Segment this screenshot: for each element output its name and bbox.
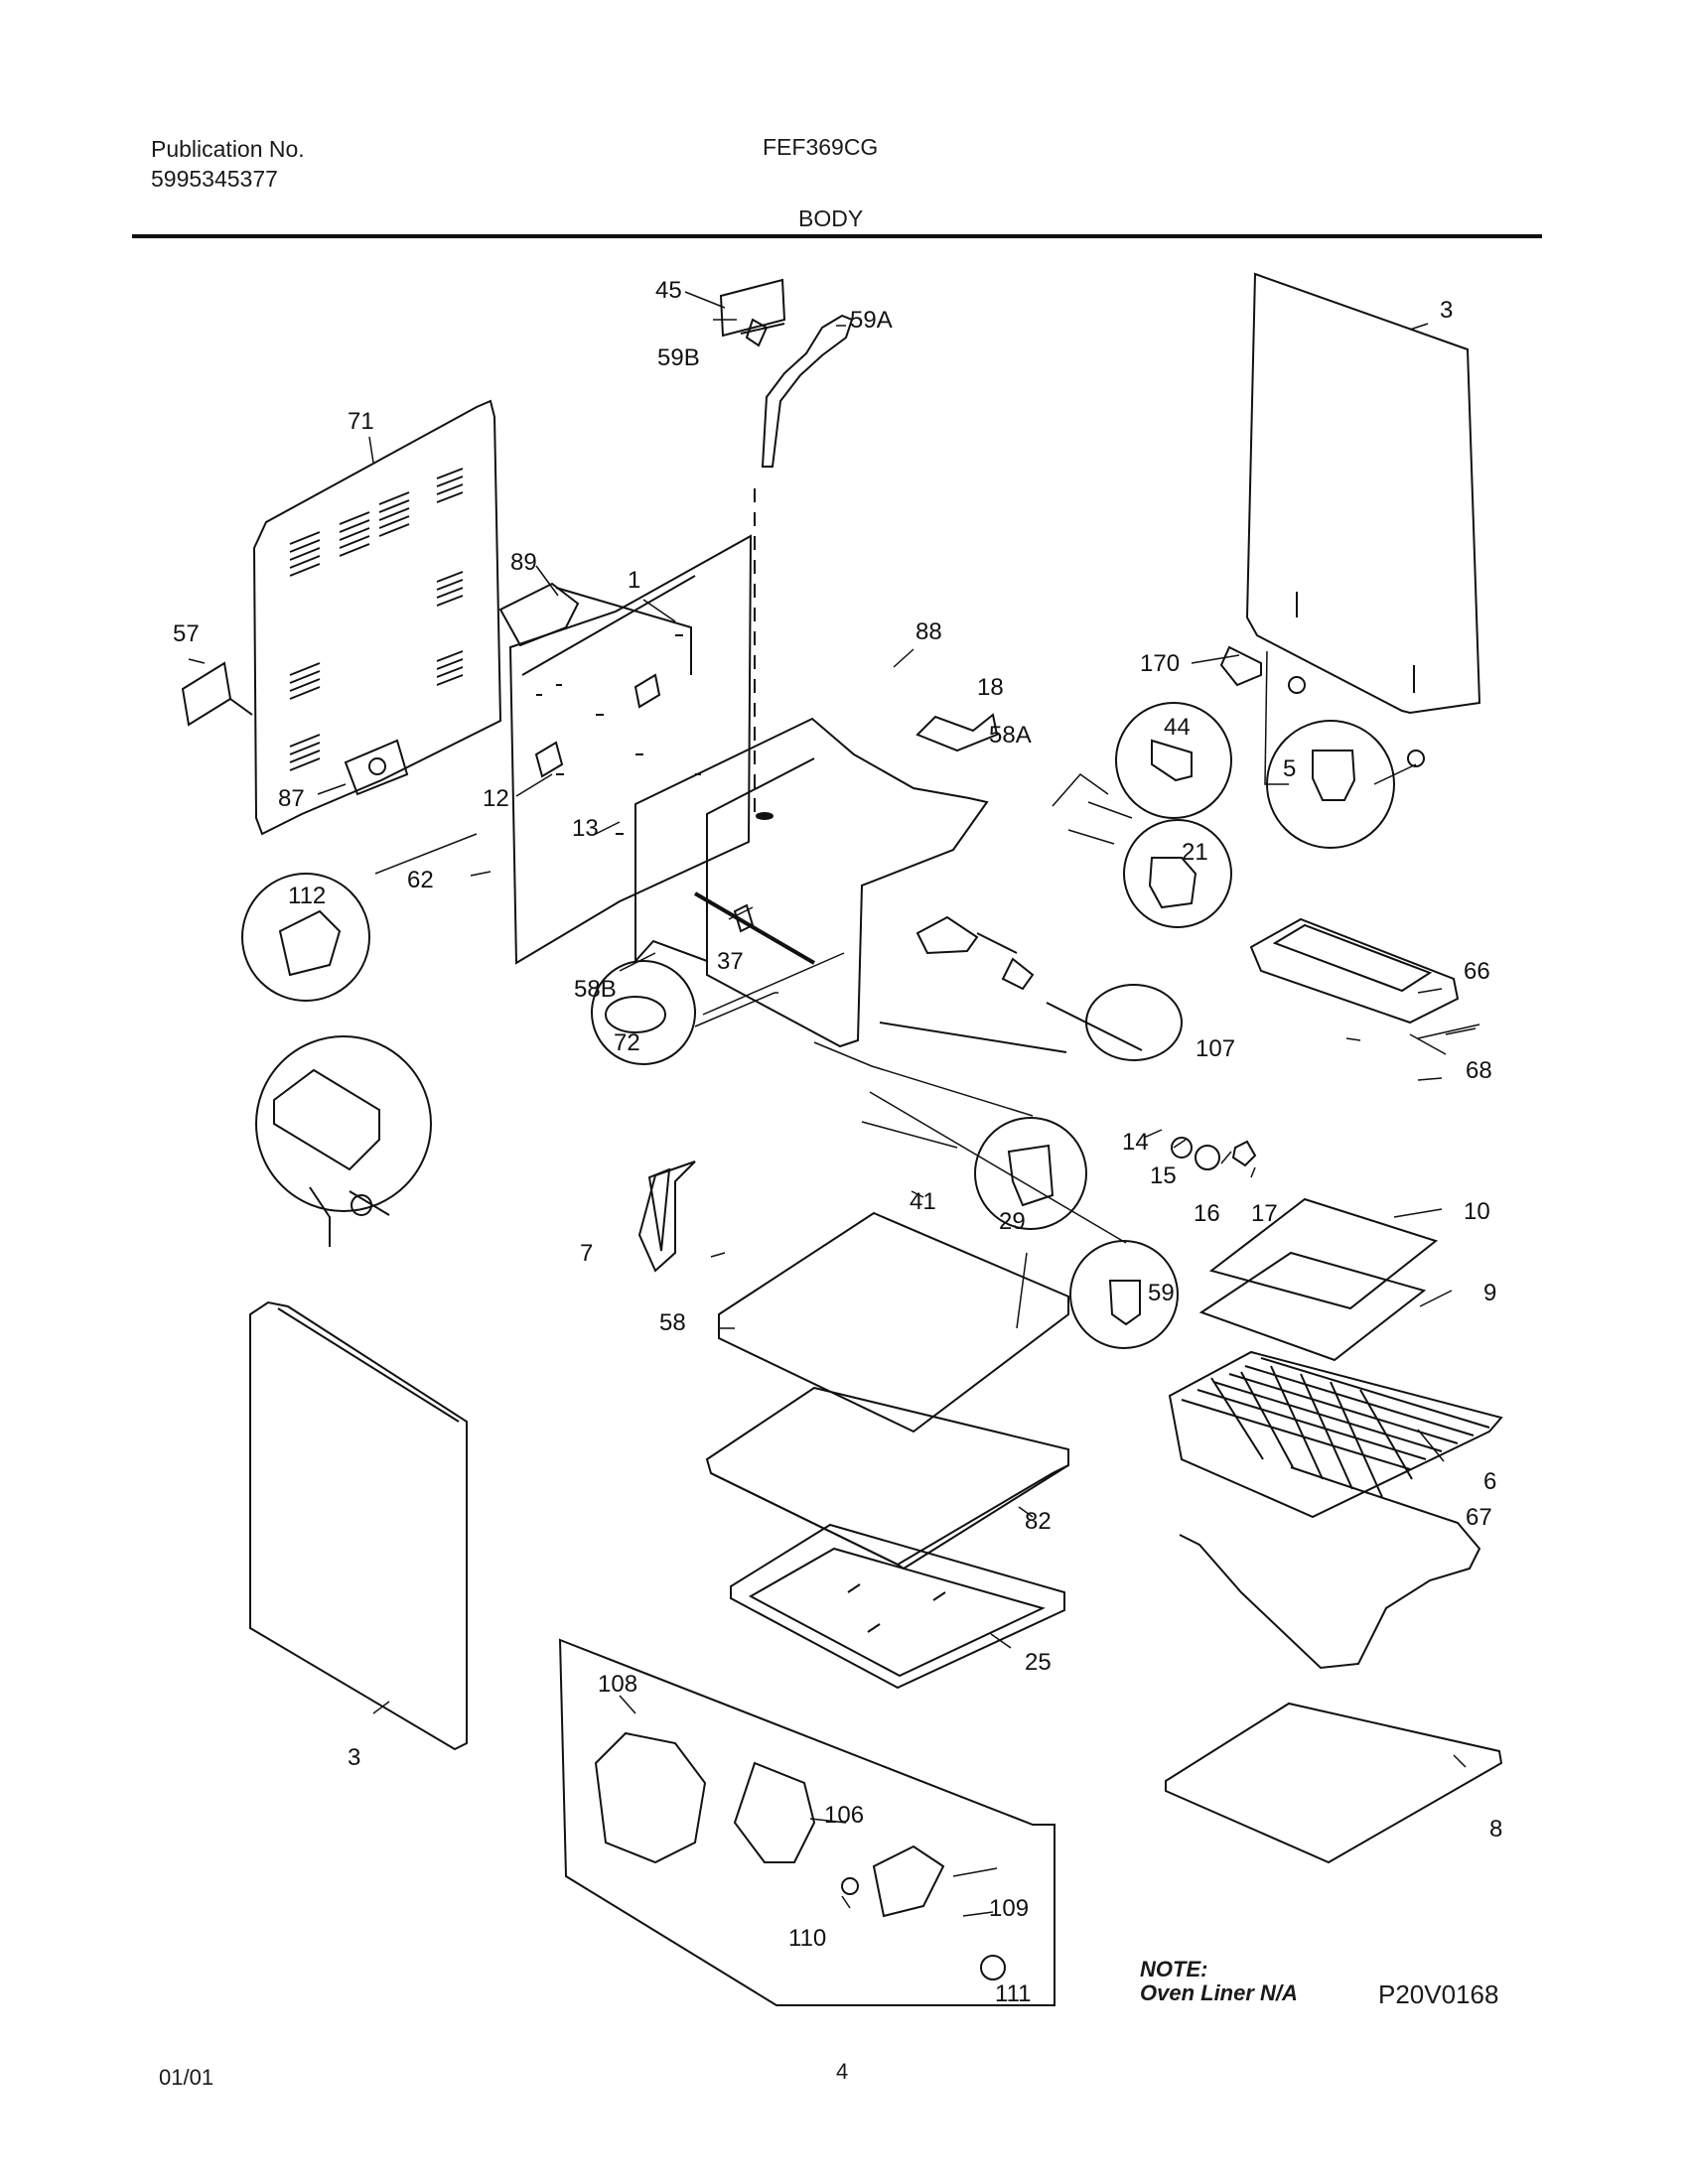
callout-circles [241, 702, 1395, 1349]
page-number: 4 [836, 2059, 849, 2084]
part-label: 59B [657, 344, 700, 371]
fan-mount [915, 915, 1035, 991]
part-label: 89 [510, 549, 537, 576]
part-label: 109 [989, 1895, 1029, 1922]
part-label: 108 [598, 1671, 637, 1698]
part-label: 62 [407, 867, 434, 893]
part-label: 25 [1025, 1649, 1052, 1676]
back-panel [252, 399, 502, 836]
part-label: 21 [1182, 839, 1208, 866]
part-label: 7 [580, 1240, 593, 1267]
fan-motor-inset [558, 1638, 1055, 2006]
part-label: 58 [659, 1309, 686, 1336]
part-label: 5 [1283, 755, 1296, 782]
part-label: 87 [278, 785, 305, 812]
oven-racks-and-pans [1168, 1197, 1503, 1519]
part-label: 57 [173, 620, 200, 647]
section-title: BODY [798, 205, 864, 231]
part-label: 17 [1251, 1200, 1278, 1227]
part-label: 9 [1483, 1280, 1496, 1306]
part-label: 8 [1489, 1816, 1502, 1843]
part-label: 3 [1440, 297, 1453, 324]
note-text: Oven Liner N/A [1140, 1980, 1298, 2005]
drawer-and-trays [637, 1160, 1069, 1690]
publication-number: 5995345377 [151, 166, 278, 192]
vent-duct-assembly [719, 278, 854, 820]
convection-baffle [1085, 984, 1183, 1061]
part-label: 110 [788, 1925, 826, 1952]
part-label: 66 [1464, 958, 1490, 985]
bracket-18 [915, 713, 999, 752]
part-label: 15 [1150, 1162, 1177, 1189]
part-label: 82 [1025, 1508, 1052, 1535]
part-label: 3 [348, 1744, 360, 1771]
part-label: 107 [1196, 1035, 1235, 1062]
oven-liner [634, 717, 989, 1048]
part-label: 16 [1194, 1200, 1220, 1227]
part-label: 58A [989, 722, 1032, 749]
part-label: 71 [348, 408, 374, 435]
part-label: 41 [910, 1188, 936, 1215]
side-panel-left [249, 1300, 468, 1751]
footer-date: 01/01 [159, 2065, 214, 2090]
part-label: 14 [1122, 1129, 1149, 1156]
part-label: 45 [655, 277, 682, 304]
broil-element [1249, 917, 1460, 1024]
side-panel-right [1219, 272, 1481, 767]
model-number: FEF369CG [763, 134, 879, 160]
part-label: 88 [915, 618, 942, 645]
part-label: 13 [572, 815, 599, 842]
part-label: 37 [717, 948, 744, 975]
part-label: 67 [1466, 1504, 1492, 1531]
bracket-57 [181, 661, 232, 727]
part-label: 29 [999, 1208, 1026, 1235]
header-rule [132, 234, 1542, 238]
part-label: 10 [1464, 1198, 1490, 1225]
part-label: 106 [824, 1802, 864, 1829]
broiler-pan-8 [1165, 1702, 1503, 1864]
note-block: NOTE: Oven Liner N/A [1140, 1958, 1298, 2005]
part-label: 44 [1164, 714, 1191, 741]
note-title: NOTE: [1140, 1957, 1208, 1981]
part-label: 170 [1140, 650, 1180, 677]
part-label: 58B [574, 976, 617, 1003]
bake-element [1179, 1466, 1481, 1670]
part-labels: 45 59A 59B 3 71 89 1 57 88 18 58A 170 44… [173, 277, 1502, 2007]
publication-label: Publication No. [151, 136, 305, 162]
part-label: 59A [850, 307, 893, 334]
part-label: 59 [1148, 1280, 1175, 1306]
part-label: 111 [995, 1980, 1031, 2007]
part-label: 12 [483, 785, 509, 812]
drawing-code: P20V0168 [1378, 1979, 1499, 2009]
part-label: 1 [628, 567, 640, 594]
part-label: 112 [288, 883, 326, 909]
control-bracket [498, 534, 753, 965]
part-label: 68 [1466, 1057, 1492, 1084]
part-label: 72 [614, 1029, 640, 1056]
leader-lines [188, 291, 1480, 1917]
part-label: 18 [977, 674, 1004, 701]
part-label: 6 [1483, 1468, 1496, 1495]
